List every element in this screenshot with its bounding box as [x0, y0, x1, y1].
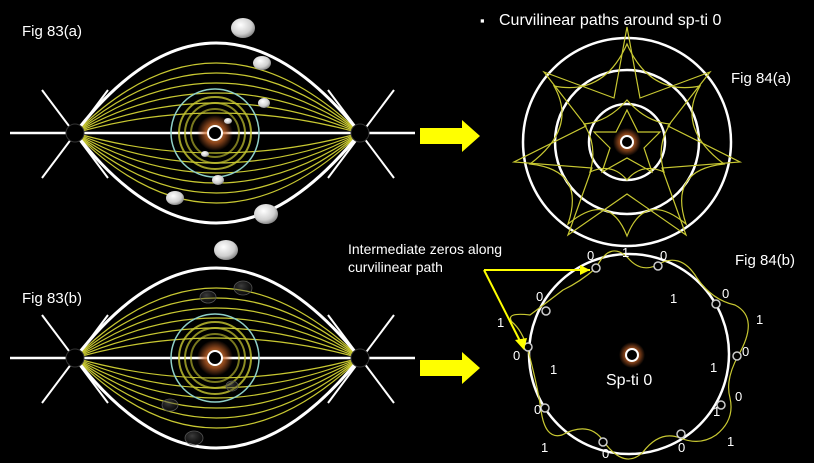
fig84b-wavy-curve	[509, 250, 749, 460]
circle-number: 1	[497, 315, 505, 330]
fig83a-diagram	[10, 18, 415, 225]
fig84a-diagram	[511, 26, 743, 248]
fig83b-diagram	[10, 240, 415, 450]
circle-number: 0	[678, 440, 686, 455]
title-bullet: ▪	[480, 13, 485, 28]
pearl-icon	[212, 175, 224, 185]
arrow-top	[420, 120, 480, 152]
circle-number: 0	[602, 446, 610, 461]
circle-number: 1	[670, 291, 678, 306]
circle-number: 0	[735, 389, 743, 404]
fig84b-annotation-pointer	[483, 269, 590, 346]
fig84a-outer-circle	[521, 36, 733, 248]
circle-number: 0	[587, 248, 595, 263]
pearl-icon	[214, 240, 238, 260]
circle-number: 0	[742, 344, 750, 359]
fig83a-right-node	[350, 123, 370, 143]
circle-number: 0	[534, 402, 542, 417]
circle-number: 1	[710, 360, 718, 375]
center-label: Sp-ti 0	[606, 372, 653, 389]
fig84a-center-point	[620, 135, 634, 149]
pearl-icon	[231, 18, 255, 38]
circle-number: 1	[756, 312, 764, 327]
pearl-icon	[166, 191, 184, 205]
circle-number: 0	[722, 286, 730, 301]
circle-number: 0	[660, 248, 668, 263]
circle-number: 1	[550, 362, 558, 377]
fig83b-label: Fig 83(b)	[22, 290, 83, 307]
circle-number: 1	[713, 404, 721, 419]
diagram-title: Curvilinear paths around sp-ti 0	[499, 12, 722, 29]
pearl-icon	[258, 98, 270, 108]
pearl-icon	[254, 204, 278, 224]
fig84b-label: Fig 84(b)	[735, 252, 796, 269]
fig83b-center-point	[207, 350, 223, 366]
pearl-icon	[253, 56, 271, 70]
circle-number: 1	[622, 245, 630, 260]
fig83a-left-node	[65, 123, 85, 143]
annotation-line-2: curvilinear path	[348, 259, 443, 275]
circle-number: 0	[536, 289, 544, 304]
fig84b-zero-markers	[523, 261, 742, 447]
fig83a-center-point	[207, 125, 223, 141]
circle-number: 1	[727, 434, 735, 449]
fig84b-diagram	[483, 250, 749, 460]
annotation-line-1: Intermediate zeros along	[348, 241, 503, 257]
circle-number: 1	[541, 440, 549, 455]
fig84b-center-point	[625, 348, 639, 362]
pearl-icon	[224, 118, 232, 124]
pearl-icon	[201, 151, 209, 157]
fig84a-wavy-curves	[511, 26, 743, 238]
arrow-bottom	[420, 352, 480, 384]
fig83b-ghost-pearls	[161, 280, 253, 446]
fig83a-pearls	[166, 18, 278, 224]
fig84a-label: Fig 84(a)	[731, 70, 792, 87]
fig83a-label: Fig 83(a)	[22, 23, 83, 40]
circle-number: 0	[513, 348, 521, 363]
